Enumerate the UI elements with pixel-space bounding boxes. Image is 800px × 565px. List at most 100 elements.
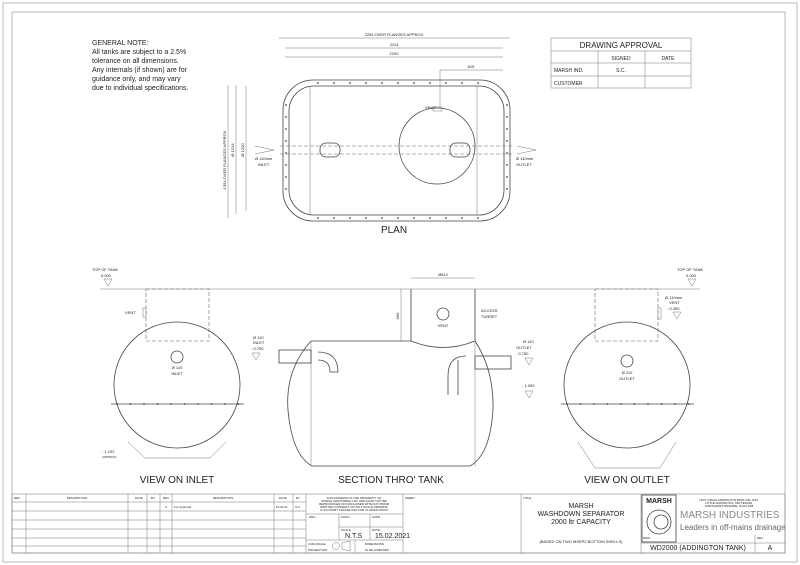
dim-1200: Ø 1200: [240, 143, 245, 157]
description-header: DESCRIPTION: [213, 496, 234, 500]
section-thro-tank: Ø612 600 VENT ACCESS TURRET Ø 110 INLET …: [251, 272, 535, 486]
level-label: 0.000: [101, 273, 112, 278]
projection-cone-icon: [341, 540, 351, 552]
logo-inner-circle-icon: [653, 514, 669, 530]
col-date: DATE: [662, 56, 676, 62]
flange-bolt: [413, 217, 415, 219]
col-signed: SIGNED: [611, 56, 631, 62]
level-marker-icon: [524, 390, 534, 399]
flange-bolt: [333, 82, 335, 84]
drawing-number: WD2000 (ADDINGTON TANK): [650, 545, 746, 552]
by-header: BY: [296, 496, 300, 500]
dwg-label: DWG: [643, 536, 651, 540]
flange-bolt: [285, 140, 287, 142]
flange-bolt: [129, 403, 132, 405]
outlet-label: OUTLET: [619, 376, 635, 381]
flange-bolt: [224, 403, 226, 405]
vent-label: VENT: [669, 300, 680, 305]
flange-bolt: [317, 82, 319, 84]
company-address: NORTHAMPTONSHIRE, NN14 4AB: [705, 504, 753, 508]
projection-label: 3 RD ANGLE: [308, 542, 326, 546]
rev-by: S.C.: [295, 505, 301, 509]
dim-615: 615: [468, 64, 475, 69]
flange-bolt: [333, 217, 335, 219]
flange-bolt: [579, 403, 582, 405]
drawing-title: WASHDOWN SEPARATOR: [538, 511, 625, 518]
top-of-tank-label: TOP OF TANK: [92, 267, 118, 272]
view-on-outlet: TOP OF TANK 0.000 Ø 110mm VENT - 0.300 Ø…: [561, 267, 703, 486]
turret-diameter: Ø612: [438, 272, 449, 277]
rev-date: 15.02.21: [276, 505, 288, 509]
vent-level: - 0.300: [667, 306, 680, 311]
logo-text: MARSH: [646, 498, 672, 505]
company-address: LITTLE ADDINGTON, KETTERING,: [705, 501, 753, 505]
row-signed: S.C.: [616, 68, 626, 74]
flange-bolt: [506, 104, 508, 106]
inlet-arrow-icon: [254, 145, 275, 155]
flange-bolt: [506, 188, 508, 190]
flange-bolt: [445, 82, 447, 84]
revision-value: A: [768, 545, 773, 552]
access-turret-label: ACCESS: [481, 308, 498, 313]
flange-bolt: [413, 82, 415, 84]
by-header: BY: [151, 496, 155, 500]
marsh-logo: [641, 494, 677, 543]
title-label: TITLE: [523, 496, 531, 500]
top-of-tank-label: TOP OF TANK: [677, 267, 703, 272]
drawing-approval-table: DRAWING APPROVAL SIGNED DATE MARSH IND. …: [550, 37, 692, 89]
flange-bolt: [349, 82, 351, 84]
drn-label: DRN: [309, 515, 316, 519]
plan-title: PLAN: [381, 225, 407, 236]
flange-bolt: [461, 217, 463, 219]
flange-bolt: [183, 403, 186, 405]
note-line: All tanks are subject to a 2.5%: [92, 49, 186, 56]
flange-bolt: [606, 403, 609, 405]
level-marker-icon: [687, 278, 697, 287]
flange-bolt: [381, 82, 383, 84]
flange-bolt: [116, 403, 118, 405]
drawing-subtitle: (BASED ON TWO MSEP2 BOTTOM SHELLS): [540, 539, 624, 544]
projection-label: PROJECTION: [308, 548, 327, 552]
inlet-label: INLET: [253, 340, 265, 345]
flange-bolt: [381, 217, 383, 219]
flange-bolt: [461, 82, 463, 84]
section-title: SECTION THRO' TANK: [338, 475, 444, 486]
base-level-label: - 1.192: [102, 449, 115, 454]
outlet-dip-pipe: [447, 355, 467, 395]
date-value: 15.02.2021: [375, 533, 410, 540]
view-inlet-title: VIEW ON INLET: [140, 475, 214, 486]
note-title: GENERAL NOTE:: [92, 40, 149, 47]
outlet-label: Ø 110mm: [516, 156, 534, 161]
projection-symbol-icon: [332, 542, 340, 550]
row-label: CUSTOMER: [554, 81, 583, 87]
flange-bolt: [285, 176, 287, 178]
flange-bolt: [397, 217, 399, 219]
inlet-pipe: [319, 142, 341, 158]
flange-bolt: [687, 403, 690, 405]
rev-header: REV: [163, 496, 169, 500]
flange-bolt: [429, 217, 431, 219]
dim-1214: Ø 1214: [230, 143, 235, 157]
dim-overall-width: 1354 OVER FLANGES APPROX: [222, 130, 227, 189]
outlet-label: Ø 110: [523, 339, 534, 344]
level-marker-icon: [251, 352, 261, 361]
level-label: 0.000: [686, 273, 697, 278]
inlet-label: Ø 110mm: [255, 156, 273, 161]
company-name: MARSH INDUSTRIES: [680, 510, 780, 521]
tank-flange-outline: [282, 79, 511, 222]
flange-bolt: [285, 164, 287, 166]
company-address: UNIT 6 BLKS ADDINGTON PARK IND. EST.: [699, 498, 759, 502]
flange-bolt: [317, 217, 319, 219]
sheet-label: SHEET: [405, 496, 415, 500]
outlet-pipe: [474, 355, 512, 370]
dim-2114: 2114: [390, 42, 399, 47]
flange-bolt: [197, 403, 199, 405]
flange-bolt: [285, 104, 287, 106]
vent-label: Ø 110mm: [665, 295, 683, 300]
flange-bolt: [210, 403, 213, 405]
flange-bolt: [365, 217, 367, 219]
flange-bolt: [143, 403, 145, 405]
flange-bolt: [506, 152, 508, 154]
